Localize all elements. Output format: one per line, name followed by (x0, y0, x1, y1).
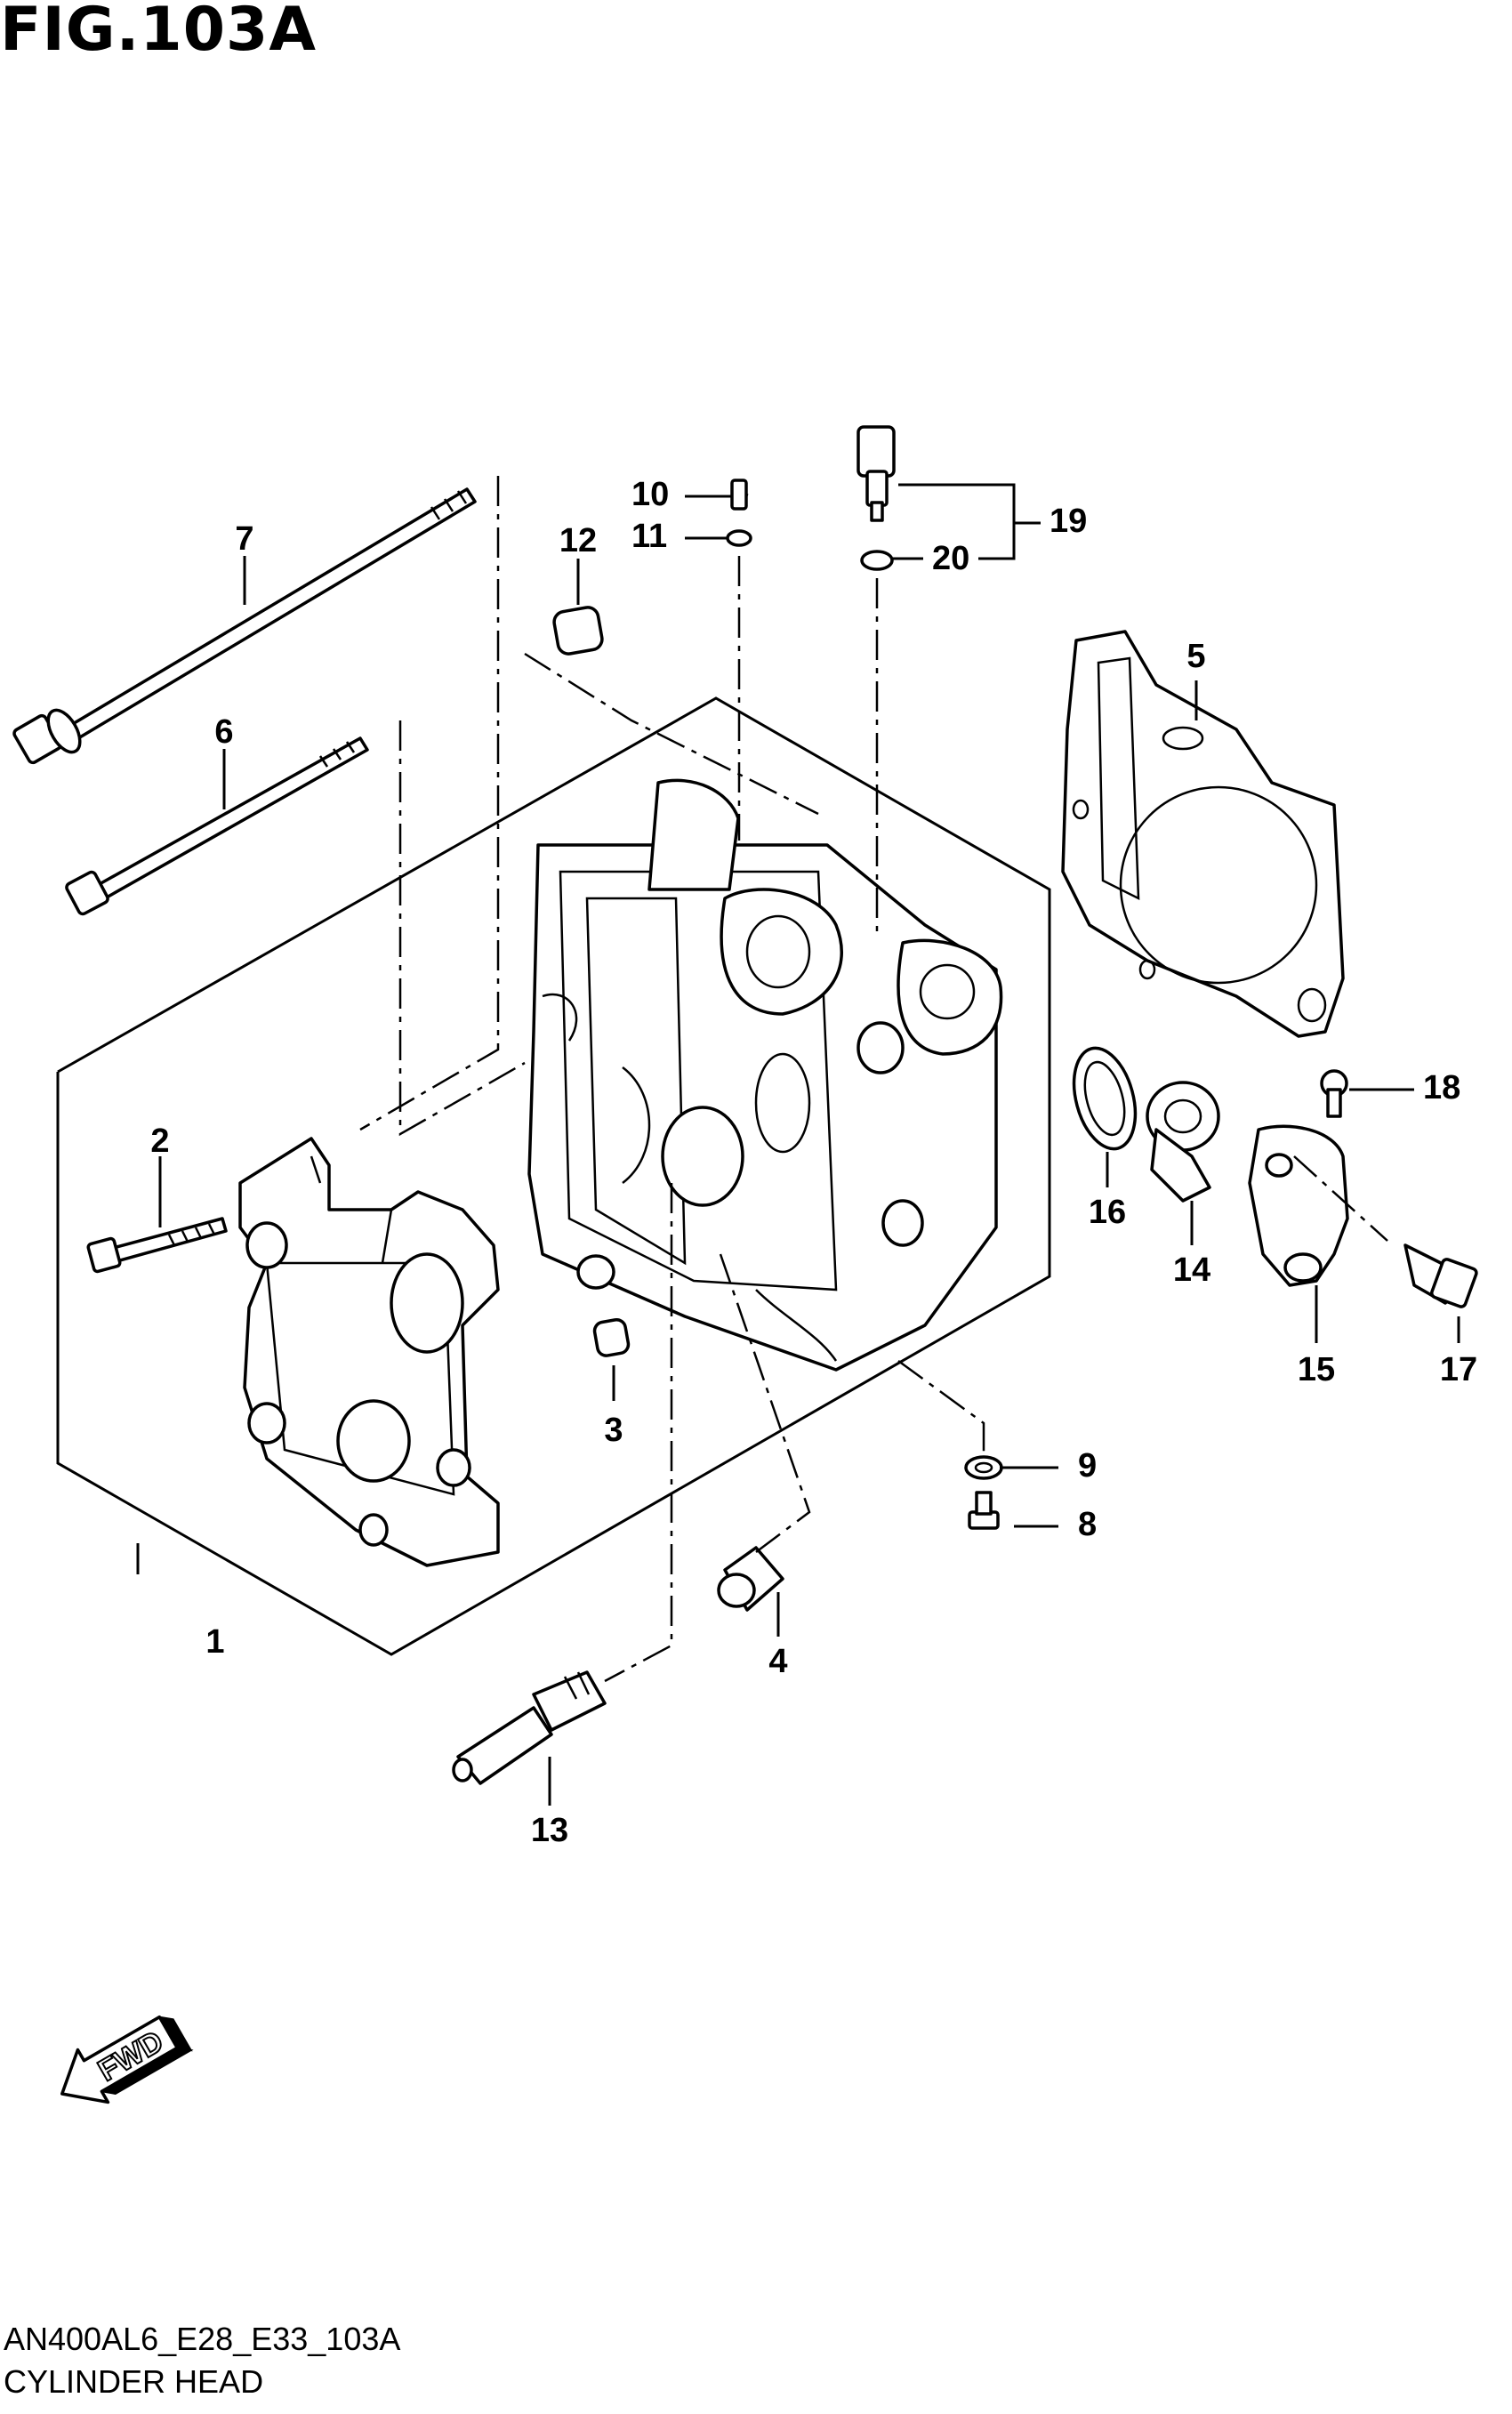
callout-19: 19 (1050, 503, 1087, 540)
figure-title: FIG.103A (0, 0, 317, 65)
part-2-bolt (86, 1217, 228, 1274)
callout-1: 1 (205, 1623, 224, 1661)
part-1-housing (238, 1137, 500, 1567)
callout-20: 20 (932, 540, 969, 577)
callout-4: 4 (768, 1643, 787, 1680)
callout-2: 2 (150, 1123, 169, 1160)
drawing-name: CYLINDER HEAD (4, 2363, 264, 2400)
callout-13: 13 (531, 1812, 568, 1849)
part-11-o-ring (726, 529, 752, 547)
callout-5: 5 (1186, 638, 1205, 675)
part-10-fitting (730, 479, 748, 511)
assembly-frame (56, 696, 1051, 1656)
cylinder-head-body (527, 778, 1003, 1372)
callout-12: 12 (559, 522, 597, 559)
part-5-head-gasket (1061, 630, 1345, 1038)
part-20-o-ring (860, 550, 894, 571)
part-16-o-ring (1072, 1046, 1138, 1151)
part-19-sensor (857, 425, 896, 522)
part-8-bolt (968, 1491, 1000, 1530)
callout-9: 9 (1078, 1447, 1097, 1485)
part-14-thermostat (1146, 1081, 1220, 1203)
part-4-sleeve (717, 1546, 784, 1612)
callout-labels: 1 2 3 4 5 6 7 8 9 10 11 12 13 14 15 16 1… (150, 476, 1477, 1849)
callout-6: 6 (214, 713, 233, 751)
callout-18: 18 (1423, 1069, 1460, 1106)
fwd-arrow-icon: FWD (60, 2015, 194, 2104)
callout-7: 7 (235, 520, 253, 558)
callout-3: 3 (604, 1412, 623, 1449)
part-18-bolt (1320, 1069, 1348, 1118)
part-9-washer (964, 1455, 1003, 1480)
callout-8: 8 (1078, 1506, 1097, 1543)
part-17-stud (1403, 1243, 1478, 1308)
part-3-dowel (592, 1317, 631, 1357)
callout-17: 17 (1440, 1351, 1477, 1388)
part-6-bolt (65, 736, 369, 916)
part-12-dowel (552, 606, 604, 656)
callout-14: 14 (1173, 1251, 1210, 1289)
callout-10: 10 (631, 476, 669, 513)
callout-16: 16 (1089, 1194, 1126, 1231)
callout-11: 11 (631, 518, 667, 555)
part-13-spark-plug (452, 1670, 607, 1785)
leader-lines (136, 476, 1460, 1806)
drawing-code: AN400AL6_E28_E33_103A (4, 2321, 401, 2357)
part-15-thermostat-cover (1248, 1124, 1349, 1287)
part-7-bolt (12, 487, 477, 765)
callout-15: 15 (1298, 1351, 1335, 1388)
